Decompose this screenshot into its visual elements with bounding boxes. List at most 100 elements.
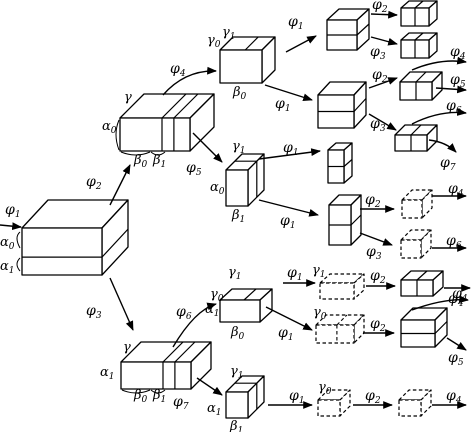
cuboid-low-e: [319, 273, 365, 300]
arrow-phi5-f: [446, 337, 467, 351]
phi4-gamma0: γ0: [207, 33, 221, 50]
label-phi5-b: φ5: [450, 72, 466, 90]
cuboid-top-a2: [400, 32, 438, 59]
boxes-layer: [21, 0, 448, 419]
lower-mid-cuboid: [120, 341, 212, 390]
upper-mid-gamma: γ: [124, 90, 132, 105]
low-g-gamma0: γ0: [318, 380, 332, 397]
phi7-beta1: β1: [229, 419, 243, 432]
low-e-gamma1: γ1: [312, 263, 326, 280]
cuboid-mid-d1: [401, 189, 433, 219]
label-phi1-a: φ1: [288, 14, 304, 32]
label-phi2-b: φ2: [372, 67, 388, 85]
label-phi4-top: φ4: [170, 61, 186, 79]
phi6-beta0: β0: [230, 325, 245, 342]
lower-mid-brace-b1: [150, 389, 166, 394]
upper-mid-alpha0: α0: [102, 119, 117, 136]
arrow-phi6: [172, 302, 217, 348]
cuboid-low-g: [317, 389, 351, 417]
upper-mid-beta0: β0: [133, 153, 148, 170]
lower-mid-brace-b0: [121, 389, 151, 394]
phi6-alpha1: α1: [205, 302, 220, 319]
arrow-phi6-phi1-f: [265, 306, 313, 331]
label-phi1-b: φ1: [275, 96, 291, 114]
label-phi1-c: φ1: [283, 140, 299, 158]
label-phi1-e: φ1: [287, 265, 303, 283]
arrow-phi7: [196, 377, 223, 396]
root-cuboid: [21, 199, 129, 276]
label-phi7: φ7: [173, 394, 189, 412]
cuboid-mid-c: [327, 142, 353, 184]
upper-mid-brace-a0: [115, 119, 120, 151]
root-op-label: φ1: [5, 202, 21, 220]
label-phi2-d: φ2: [365, 192, 381, 210]
label-phi2: φ2: [86, 174, 102, 192]
root-alpha1-label: α1: [0, 259, 15, 276]
cuboid-top-a: [326, 8, 370, 51]
label-phi6-low: φ6: [176, 304, 192, 322]
label-phi1-g: φ1: [289, 388, 305, 406]
arrow-phi5-phi1-d: [258, 199, 319, 217]
arrow-phi2-b: [368, 77, 398, 89]
label-phi3-a: φ3: [370, 44, 386, 62]
cuboid-low-e1: [400, 270, 444, 297]
phi5-gamma1: γ1: [232, 139, 246, 156]
phi5-cuboid: [225, 153, 265, 207]
cuboid-top-b1: [399, 71, 443, 101]
arrow-phi3-d: [359, 232, 393, 246]
label-phi1-d: φ1: [280, 213, 296, 231]
arrow-phi5-b: [435, 85, 467, 94]
label-phi5: φ5: [186, 160, 202, 178]
lower-mid-gamma: γ: [123, 340, 131, 355]
label-phi4-b: φ4: [450, 44, 466, 62]
cuboid-low-f: [315, 314, 365, 344]
label-phi3: φ3: [86, 303, 102, 321]
label-phi6-b: φ6: [446, 98, 462, 116]
label-phi2-g: φ2: [365, 388, 381, 406]
label-phi7-b: φ7: [440, 155, 456, 173]
label-phi3-d: φ3: [366, 244, 382, 262]
phi5-alpha0: α0: [210, 180, 225, 197]
root-brace-alpha1: [16, 257, 21, 272]
cuboid-mid-d2: [400, 229, 432, 259]
arrow-phi2-a: [370, 10, 398, 19]
arrow-phi4-phi1-top: [285, 35, 317, 53]
root-input-arrow: [0, 222, 22, 231]
root-brace-alpha0: [16, 231, 21, 249]
phi4-beta0: β0: [232, 85, 247, 102]
arrow-phi4-b: [411, 56, 467, 71]
lower-mid-beta0: β0: [133, 388, 148, 405]
cuboid-mid-d: [328, 194, 362, 246]
arrow-phi4-f: [411, 295, 469, 311]
upper-mid-brace-b0: [120, 151, 151, 156]
lower-mid-alpha1: α1: [100, 365, 115, 382]
low-f-gamma0: γ0: [313, 305, 327, 322]
label-phi4-d: φ4: [448, 181, 464, 199]
label-phi4-e: φ4: [452, 286, 468, 304]
arrow-phi6-b: [411, 108, 467, 125]
phi4-gamma1: γ1: [222, 25, 236, 42]
label-phi4-f: φ4: [448, 291, 464, 309]
phi6-cuboid: [219, 288, 273, 323]
cuboid-top-a1: [400, 0, 438, 27]
cuboid-top-b: [317, 81, 367, 129]
label-phi5-f: φ5: [448, 350, 464, 368]
root-alpha0-label: α0: [0, 235, 15, 252]
arrow-phi3: [109, 277, 134, 331]
arrow-phi3-b: [368, 113, 397, 131]
label-phi2-e: φ2: [370, 268, 386, 286]
arrow-phi4: [162, 66, 217, 96]
arrows-layer: [0, 10, 471, 409]
cuboid-top-b2: [394, 124, 438, 152]
arrow-phi5-phi1-c: [258, 148, 321, 160]
phi4-cuboid: [219, 36, 276, 84]
upper-mid-brace-b1: [150, 151, 166, 156]
phi7-alpha1: α1: [207, 401, 222, 418]
arrow-phi3-a: [370, 36, 398, 46]
cuboid-low-f1: [400, 307, 448, 348]
label-phi4-g: φ4: [446, 388, 462, 406]
label-phi1-f: φ1: [278, 325, 294, 343]
upper-mid-beta1: β1: [152, 153, 166, 170]
